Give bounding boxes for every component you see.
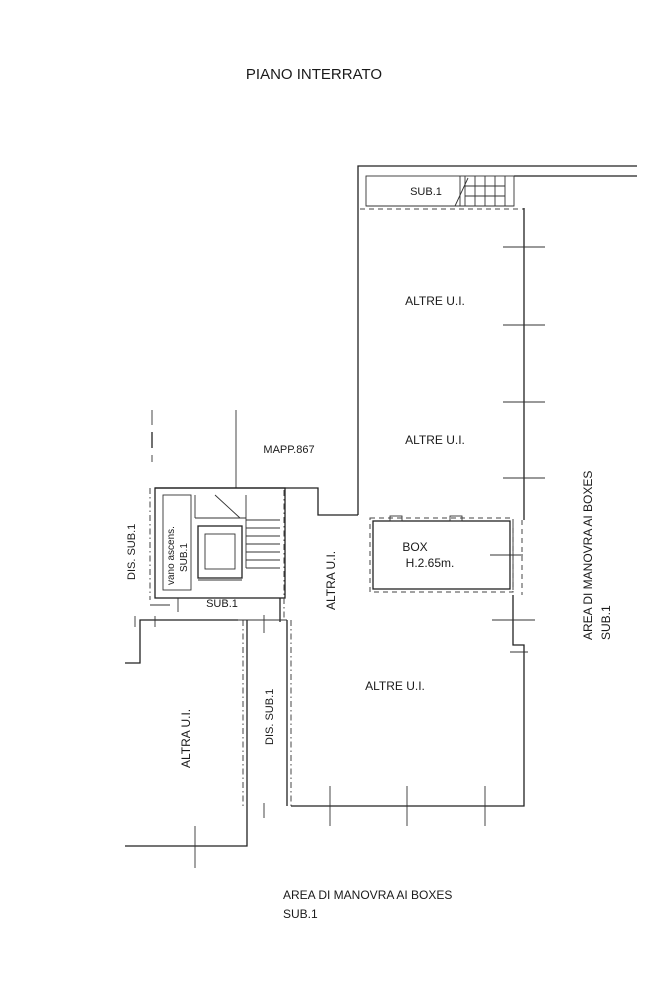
label-sub1-corridor: SUB.1 bbox=[206, 598, 238, 610]
corridor-walls bbox=[238, 490, 292, 818]
label-sub1-top: SUB.1 bbox=[410, 186, 442, 198]
right-block-walls bbox=[357, 208, 545, 520]
label-altra-ui-mid: ALTRA U.I. bbox=[324, 551, 338, 610]
top-strip: SUB.1 bbox=[357, 165, 637, 210]
label-box-height: H.2.65m. bbox=[406, 556, 455, 570]
label-mapp: MAPP.867 bbox=[263, 444, 314, 456]
label-box: BOX bbox=[402, 540, 427, 554]
label-altre-ui-3: ALTRE U.I. bbox=[365, 679, 425, 693]
stair-lift-core bbox=[149, 487, 286, 612]
plan-title: PIANO INTERRATO bbox=[246, 66, 382, 83]
label-vano-sub1: SUB.1 bbox=[179, 543, 190, 572]
label-vano-ascens: vano ascens. bbox=[166, 526, 177, 585]
lower-left-block bbox=[125, 616, 248, 868]
label-area-manovra-right: AREA DI MANOVRA AI BOXES bbox=[581, 471, 595, 640]
stair-symbol-core bbox=[194, 494, 280, 569]
label-area-manovra-right-sub: SUB.1 bbox=[599, 605, 613, 640]
lower-right-block bbox=[291, 595, 535, 826]
label-dis-sub1-mid: DIS. SUB.1 bbox=[264, 689, 276, 745]
stair-symbol-top bbox=[454, 176, 506, 207]
footer-area-manovra: AREA DI MANOVRA AI BOXES bbox=[283, 888, 452, 902]
footer-sub: SUB.1 bbox=[283, 907, 318, 921]
label-altra-ui-left: ALTRA U.I. bbox=[179, 709, 193, 768]
label-altre-ui-2: ALTRE U.I. bbox=[405, 433, 465, 447]
label-altre-ui-1: ALTRE U.I. bbox=[405, 294, 465, 308]
box-room bbox=[369, 515, 523, 595]
mapp-boundary bbox=[155, 410, 358, 516]
label-dis-sub1-left: DIS. SUB.1 bbox=[126, 524, 138, 580]
